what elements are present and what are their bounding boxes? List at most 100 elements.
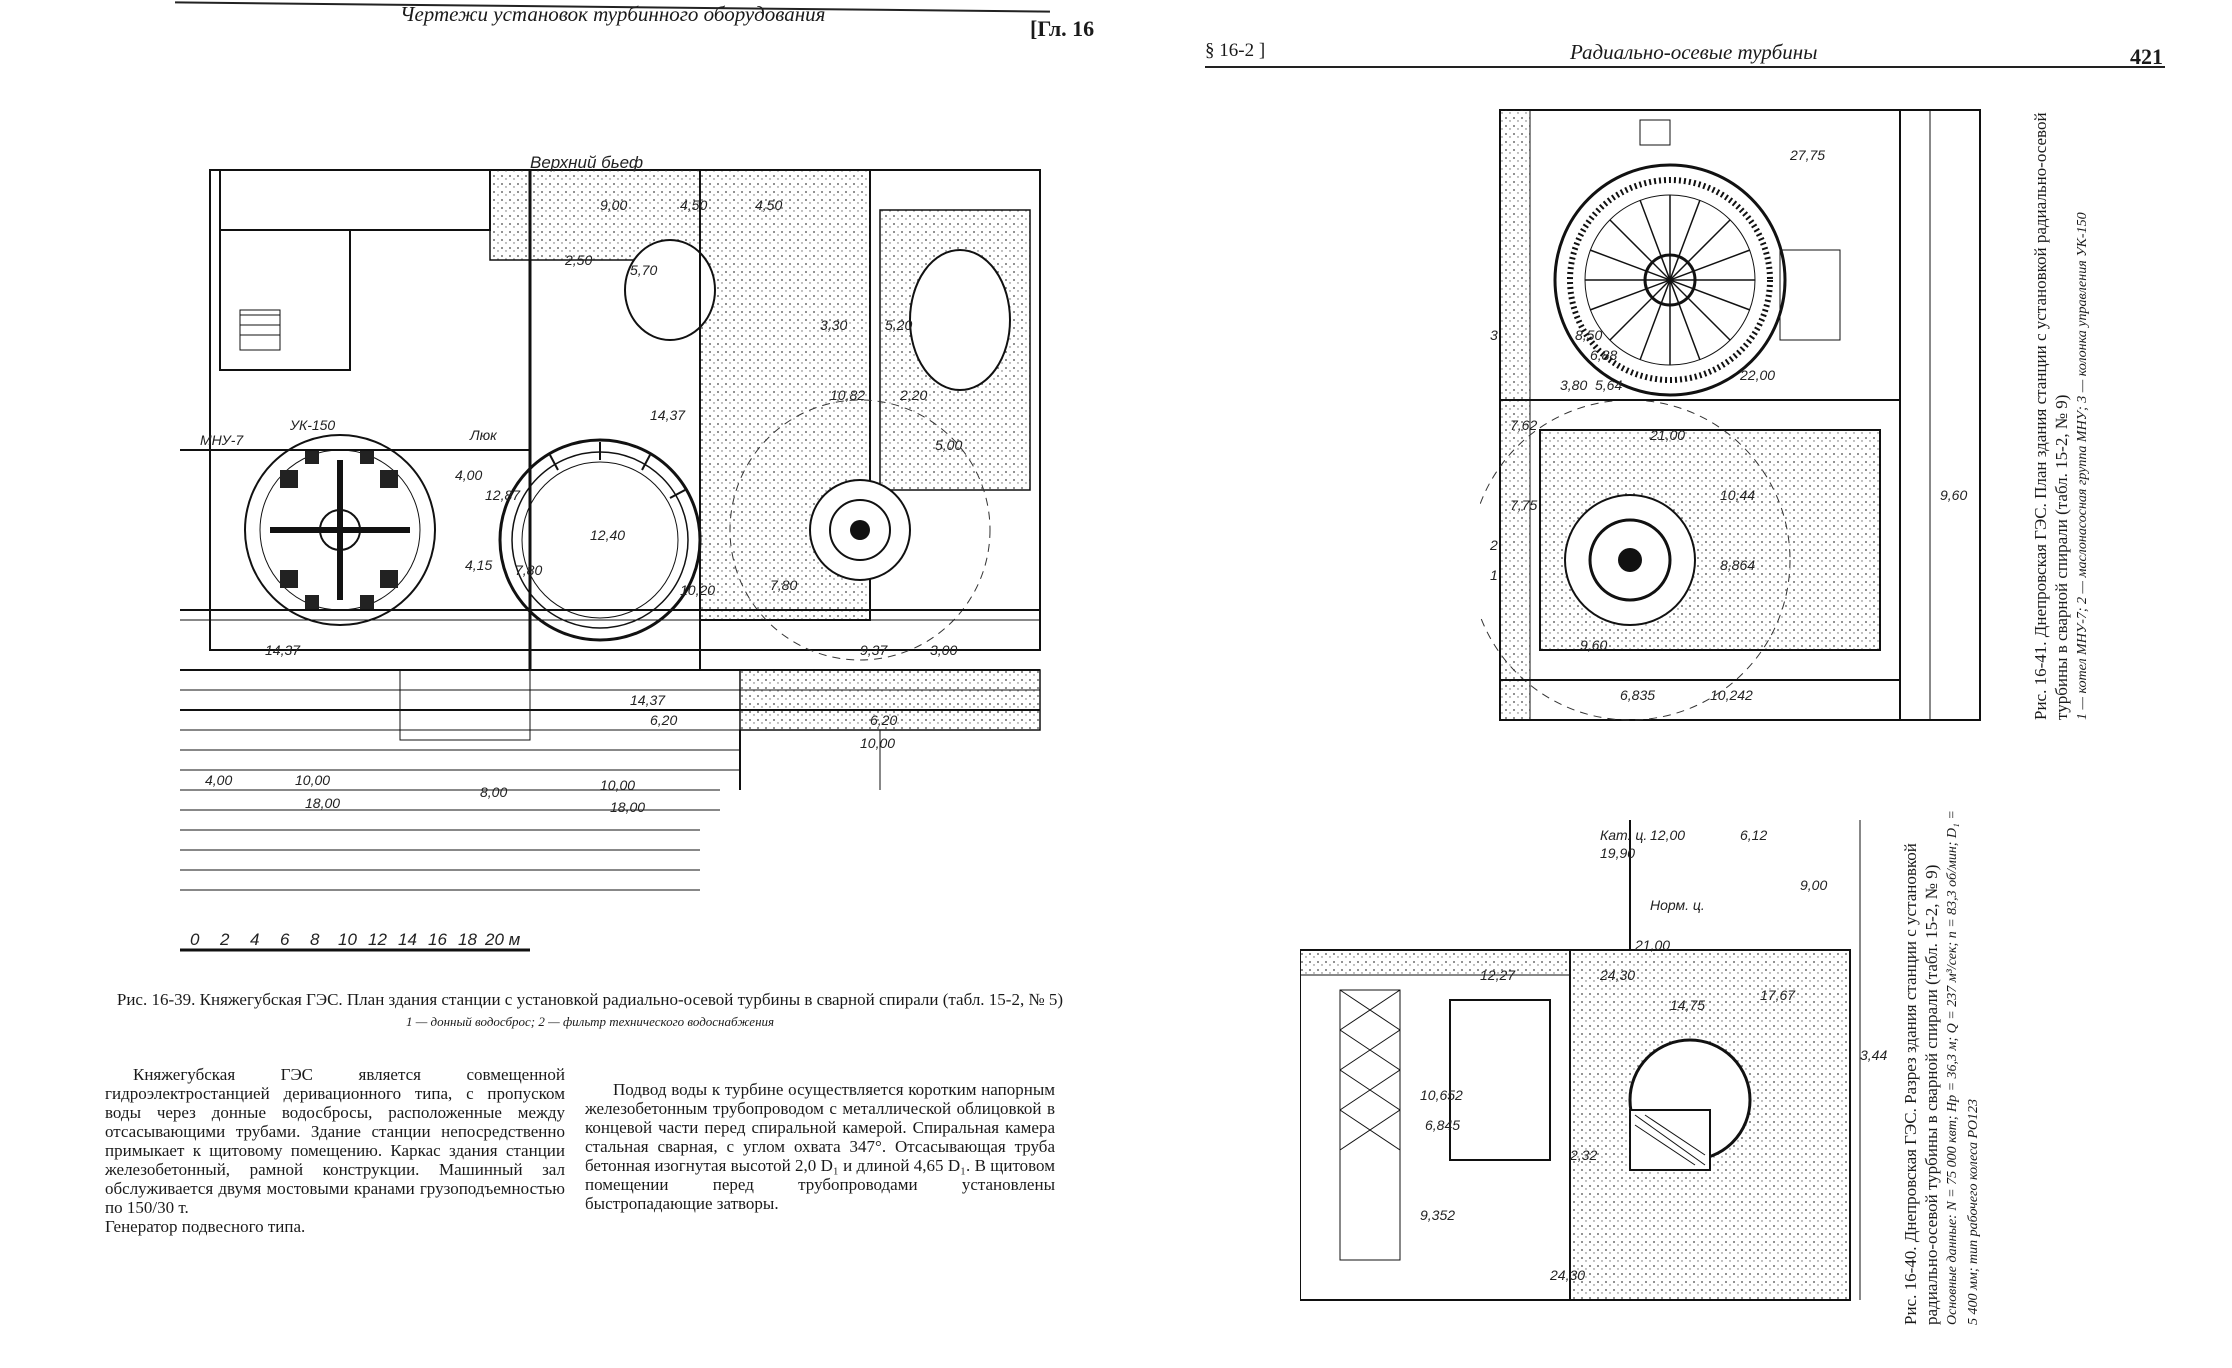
scale-tick: 18 <box>458 930 477 949</box>
dim-label: 7,75 <box>1510 497 1537 513</box>
figure-16-39-plan: Верхний бьеф МНУ-7 УК-150 Люк 9,00 4,50 … <box>180 150 1060 980</box>
scale-tick: 0 <box>190 930 200 949</box>
label-upper-pool: Верхний бьеф <box>530 153 643 172</box>
label-hatch: Люк <box>469 427 498 443</box>
dim-label: 5,70 <box>630 262 657 278</box>
dim-label: 18,00 <box>305 795 340 811</box>
dim-label: 4,00 <box>455 467 482 483</box>
dim-label: 4,15 <box>465 557 492 573</box>
elev-label: 12,27 <box>1480 967 1516 983</box>
scale-tick: 4 <box>250 930 259 949</box>
scale-tick: 10 <box>338 930 357 949</box>
elev-label: 24,30 <box>1599 967 1635 983</box>
dim-label: 3,30 <box>820 317 847 333</box>
elev-label: 10,652 <box>1420 1087 1463 1103</box>
dim-label: 18,00 <box>610 799 645 815</box>
dim-label: 6,88 <box>1590 347 1617 363</box>
elev-label: 6,12 <box>1740 827 1767 843</box>
dim-label: 5,20 <box>885 317 912 333</box>
dimension-labels: 9,00 4,50 4,50 2,50 5,70 3,30 5,20 10,82… <box>205 197 962 815</box>
right-page: § 16-2 ] Радиально-осевые турбины 421 <box>1150 0 2232 1368</box>
elev-label: 19,90 <box>1600 845 1635 861</box>
dim-label: 22,00 <box>1739 367 1775 383</box>
elev-label: 9,352 <box>1420 1207 1455 1223</box>
fig41-dimension-labels: 2 7,75 8,50 6,88 5,64 3,80 7,62 21,00 22,… <box>1489 147 1967 703</box>
left-page: Чертежи установок турбинного оборудовани… <box>0 0 1110 1368</box>
dim-label: 10,242 <box>1710 687 1753 703</box>
figure-16-40-section: Кат. ц. 19,90 Норм. ц. 12,00 6,12 9,00 1… <box>1300 800 1930 1320</box>
dim-label: 14,37 <box>650 407 686 423</box>
elev-label: Норм. ц. <box>1650 897 1705 913</box>
marker-label: 2 <box>1489 537 1498 553</box>
dim-label: 9,60 <box>1940 487 1967 503</box>
elev-label: 24,30 <box>1549 1267 1585 1283</box>
dim-label: 4,50 <box>680 197 707 213</box>
elev-label: 2,32 <box>1569 1147 1597 1163</box>
paragraph-text: Генератор подвесного типа. <box>105 1217 306 1236</box>
elev-label: 6,845 <box>1425 1117 1460 1133</box>
paragraph-text: Подвод воды к турбине осуществляется кор… <box>585 1080 1055 1213</box>
dim-label: 10,20 <box>680 582 715 598</box>
running-header-chapter: [Гл. 16 <box>1030 16 1095 41</box>
dim-label: 6,20 <box>650 712 677 728</box>
dim-label: 10,00 <box>295 772 330 788</box>
body-paragraph-left: Княжегубская ГЭС является совмещенной ги… <box>105 1065 565 1236</box>
dim-label: 10,00 <box>860 735 895 751</box>
running-header-section: § 16-2 ] <box>1205 40 1266 61</box>
dim-label: 12,40 <box>590 527 625 543</box>
elev-label: 3,44 <box>1860 1047 1887 1063</box>
figure-16-40-caption: Рис. 16-40. Днепровская ГЭС. Разрез здан… <box>1900 805 1984 1325</box>
figure-16-41-plan: 2 7,75 8,50 6,88 5,64 3,80 7,62 21,00 22,… <box>1480 100 2000 740</box>
dim-label: 9,37 <box>860 642 888 658</box>
scale-tick: 2 <box>219 930 230 949</box>
dim-label: 7,80 <box>770 577 797 593</box>
caption-main: Рис. 16-40. Днепровская ГЭС. Разрез здан… <box>1901 843 1941 1325</box>
dim-label: 14,37 <box>265 642 301 658</box>
dim-label: 2,20 <box>899 387 927 403</box>
scale-tick: 8 <box>310 930 320 949</box>
dim-label: 7,62 <box>1510 417 1537 433</box>
figure-16-41-caption: Рис. 16-41. Днепровская ГЭС. План здания… <box>2030 80 2093 720</box>
caption-data: Основные данные: N = 75 000 квт; Hр = 36… <box>1945 810 1981 1325</box>
scale-bar: 2 0 2 4 6 8 10 12 14 16 18 20 м <box>180 930 530 952</box>
scale-tick: 14 <box>398 930 417 949</box>
dim-label: 7,80 <box>515 562 542 578</box>
dim-label: 6,20 <box>870 712 897 728</box>
label-uk: УК-150 <box>289 417 335 433</box>
dim-label: 10,44 <box>1720 487 1755 503</box>
dim-label: 14,37 <box>630 692 666 708</box>
scale-unit: 20 м <box>484 930 521 949</box>
dim-label: 9,00 <box>600 197 627 213</box>
dim-label: 4,50 <box>755 197 782 213</box>
caption-main: Рис. 16-39. Княжегубская ГЭС. План здани… <box>116 990 1064 1009</box>
dim-label: 12,87 <box>485 487 521 503</box>
dim-label: 8,00 <box>480 784 507 800</box>
figure-16-39-caption: Рис. 16-39. Княжегубская ГЭС. План здани… <box>100 990 1080 1032</box>
dim-label: 9,60 <box>1580 637 1607 653</box>
caption-legend: 1 — донный водосброс; 2 — фильтр техниче… <box>405 1014 775 1029</box>
dim-label: 3,80 <box>1560 377 1587 393</box>
marker-label: 1 <box>1490 567 1498 583</box>
dim-label: 2,50 <box>564 252 592 268</box>
dim-label: 5,64 <box>1595 377 1622 393</box>
dim-label: 5,00 <box>935 437 962 453</box>
body-paragraph-right: Подвод воды к турбине осуществляется кор… <box>585 1080 1055 1213</box>
elev-label: Кат. ц. <box>1600 827 1647 843</box>
page-number: 421 <box>2130 44 2163 69</box>
elev-label: 17,67 <box>1760 987 1796 1003</box>
elev-label: 21,00 <box>1634 937 1670 953</box>
dim-label: 3,00 <box>930 642 957 658</box>
dim-label: 10,82 <box>830 387 865 403</box>
dim-label: 21,00 <box>1649 427 1685 443</box>
elev-label: 14,75 <box>1670 997 1705 1013</box>
elev-label: 12,00 <box>1650 827 1685 843</box>
dim-label: 6,835 <box>1620 687 1655 703</box>
dim-label: 8,50 <box>1575 327 1602 343</box>
caption-main: Рис. 16-41. Днепровская ГЭС. План здания… <box>2031 112 2071 720</box>
caption-legend: 1 — котел МНУ-7; 2 — маслонасосная групп… <box>2075 212 2090 720</box>
label-mnu: МНУ-7 <box>200 432 244 448</box>
scale-tick: 6 <box>280 930 290 949</box>
paragraph-text: Княжегубская ГЭС является совмещенной ги… <box>105 1065 565 1217</box>
dim-label: 4,00 <box>205 772 232 788</box>
running-header-title: Чертежи установок турбинного оборудовани… <box>400 2 826 26</box>
